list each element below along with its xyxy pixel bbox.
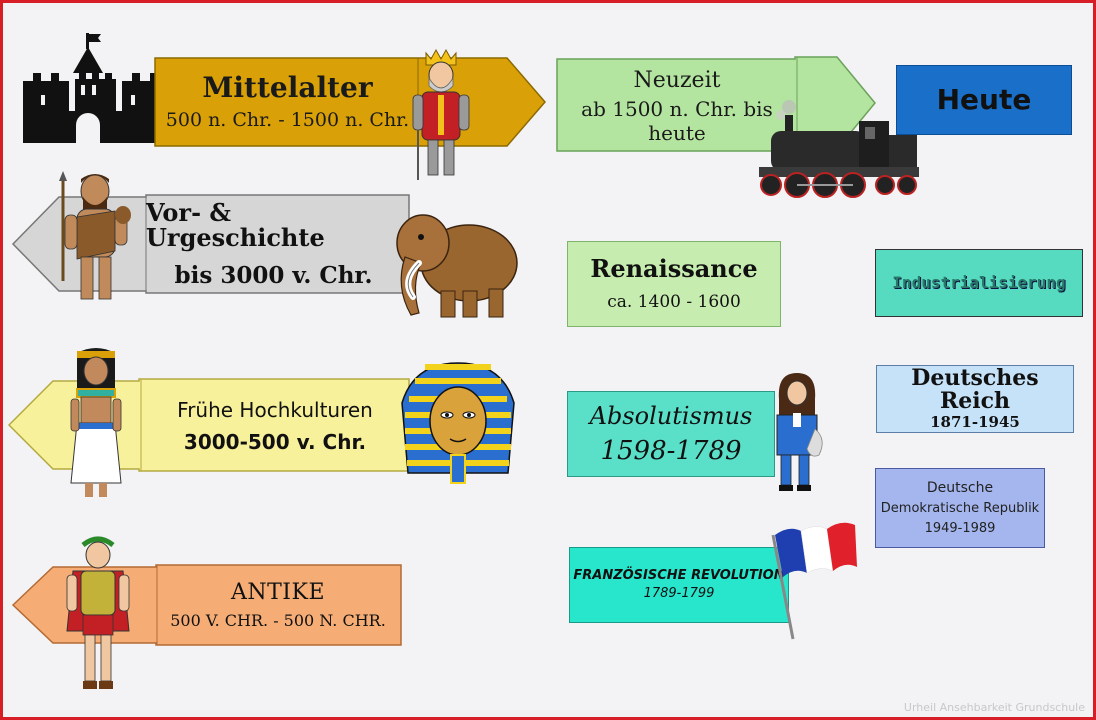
egyptian-woman-icon xyxy=(70,348,122,497)
vorgeschichte-date: bis 3000 v. Chr. xyxy=(174,262,373,290)
pharaoh-mask-icon xyxy=(401,362,515,484)
mammoth-icon xyxy=(396,214,518,318)
renaissance-box: Renaissance ca. 1400 - 1600 xyxy=(567,241,781,327)
industrialisierung-box: Industrialisierung xyxy=(875,249,1083,317)
heute-title: Heute xyxy=(936,83,1032,117)
revolution-title: FRANZÖSISCHE REVOLUTION xyxy=(573,567,785,583)
heute-box: Heute xyxy=(896,65,1072,135)
hochkulturen-date: 3000-500 v. Chr. xyxy=(183,429,367,454)
caesar-icon xyxy=(66,536,130,689)
french-flag-icon xyxy=(771,522,857,640)
deutsches-reich-box: Deutsches Reich 1871-1945 xyxy=(876,365,1074,433)
ddr-line2: Demokratische Republik xyxy=(880,501,1040,516)
ddr-box: Deutsche Demokratische Republik 1949-198… xyxy=(875,468,1045,548)
absolutismus-date: 1598-1789 xyxy=(600,436,742,466)
louis-xiv-icon xyxy=(776,373,823,491)
king-icon xyxy=(412,48,470,180)
revolution-date: 1789-1799 xyxy=(643,586,715,602)
industrialisierung-title: Industrialisierung xyxy=(892,272,1066,292)
renaissance-title: Renaissance xyxy=(590,254,758,284)
mittelalter-title: Mittelalter xyxy=(202,70,373,104)
deutsches-reich-title: Deutsches Reich xyxy=(911,365,1039,415)
locomotive-icon xyxy=(759,100,919,198)
hochkulturen-title: Frühe Hochkulturen xyxy=(177,397,373,422)
neuzeit-date-line1: ab 1500 n. Chr. bis xyxy=(581,96,773,121)
neuzeit-arrow xyxy=(556,56,876,152)
vorgeschichte-title: Vor- & Urgeschichte xyxy=(146,197,325,252)
antike-date: 500 V. CHR. - 500 N. CHR. xyxy=(170,611,386,630)
absolutismus-box: Absolutismus 1598-1789 xyxy=(567,391,775,477)
caveman-icon xyxy=(59,171,131,300)
revolution-box: FRANZÖSISCHE REVOLUTION 1789-1799 xyxy=(569,547,789,623)
absolutismus-title: Absolutismus xyxy=(589,402,753,430)
neuzeit-date-line2: heute xyxy=(648,120,706,145)
mittelalter-date: 500 n. Chr. - 1500 n. Chr. xyxy=(165,109,410,132)
credit-text: Urheil Ansehbarkeit Grundschule xyxy=(903,701,1085,714)
castle-icon xyxy=(23,33,168,143)
ddr-line1: Deutsche xyxy=(926,480,994,496)
neuzeit-title: Neuzeit xyxy=(633,67,721,93)
ddr-date: 1949-1989 xyxy=(924,521,996,536)
antike-title: ANTIKE xyxy=(231,580,325,605)
deutsches-reich-date: 1871-1945 xyxy=(930,413,1020,432)
renaissance-date: ca. 1400 - 1600 xyxy=(607,292,741,313)
